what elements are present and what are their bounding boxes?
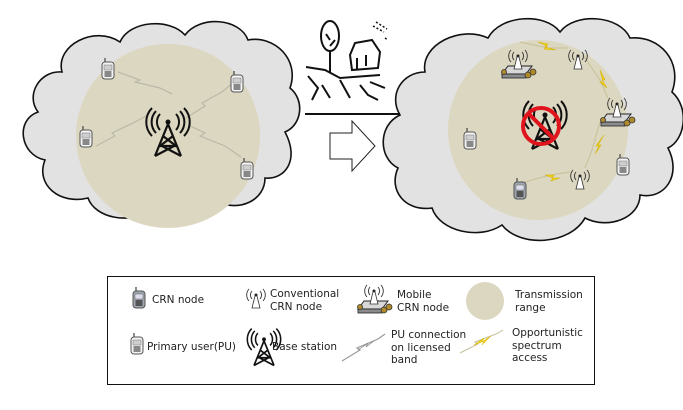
legend-label-opportunistic-access: Opportunistic spectrum access [512, 327, 583, 364]
pu-connection-links [95, 71, 242, 158]
conventional-crn-node-icon [246, 288, 266, 309]
opportunistic-access-bolts [537, 41, 608, 182]
primary-user-icon [130, 333, 144, 355]
legend-label-crn-node: CRN node [152, 294, 205, 306]
disabled-base-station-icon [521, 99, 568, 151]
legend-label-mobile-crn-node: Mobile CRN node [397, 289, 450, 314]
transmission-range [76, 44, 260, 228]
pu-connection-icon [341, 333, 386, 362]
mobile-crn-node-icon [354, 281, 394, 315]
legend-label-transmission-range: Transmission range [515, 289, 583, 314]
before-disaster-scene [22, 20, 301, 228]
transmission-range [448, 40, 628, 220]
legend-label-primary-user: Primary user(PU) [147, 341, 237, 353]
transmission-range-icon [466, 282, 504, 320]
right-arrow-icon [329, 119, 376, 173]
legend-label-base-station: Base station [272, 341, 338, 353]
legend: CRN node Conventional CRN node Mobile CR… [107, 276, 595, 385]
opportunistic-access-icon [459, 329, 504, 354]
disaster-house-icon [305, 20, 400, 115]
legend-label-pu-connection: PU connection on licensed band [391, 329, 467, 366]
after-disaster-scene [382, 18, 683, 242]
crn-node-icon [132, 287, 146, 309]
legend-label-conventional-crn-node: Conventional CRN node [270, 288, 340, 313]
